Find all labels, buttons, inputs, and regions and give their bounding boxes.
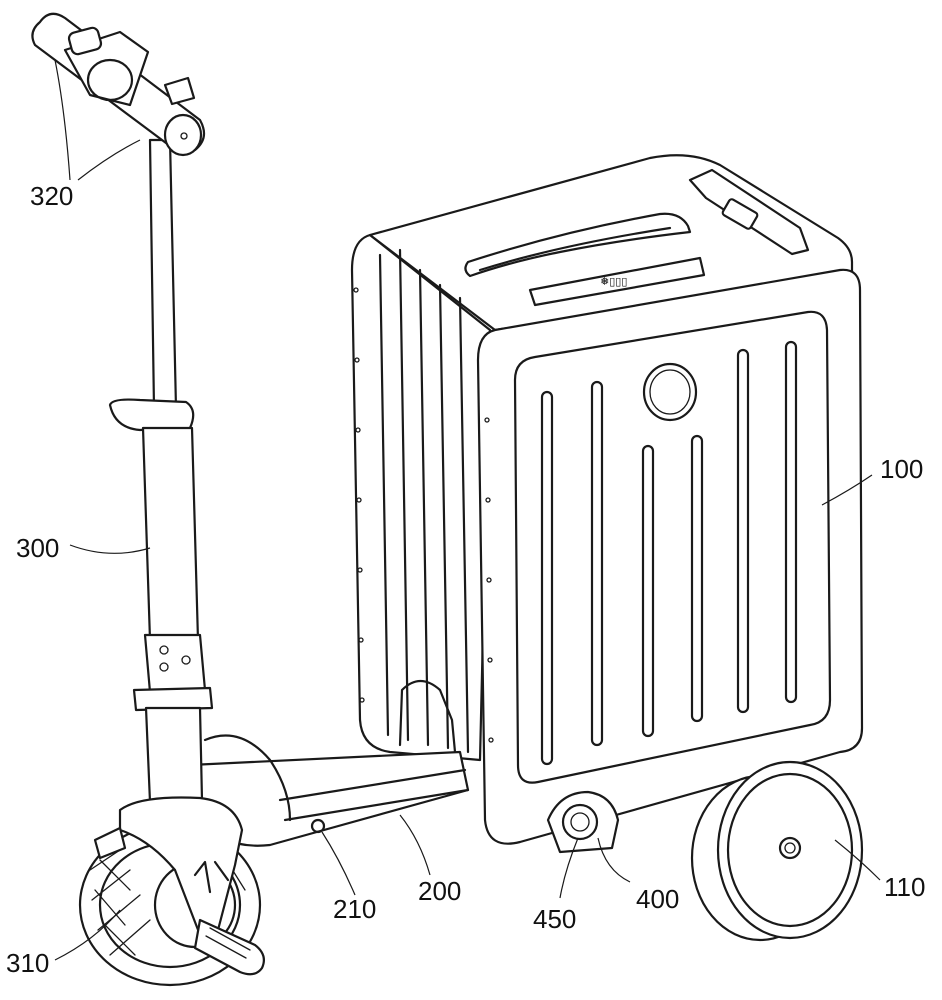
label-450: 450 [533, 904, 576, 934]
suitcase-body [352, 155, 862, 843]
label-400: 400 [636, 884, 679, 914]
handlebar [32, 14, 204, 155]
label-310: 310 [6, 948, 49, 978]
lock-dials-text: ❅▯▯▯ [600, 275, 627, 288]
label-200: 200 [418, 876, 461, 906]
label-210: 210 [333, 894, 376, 924]
label-100: 100 [880, 454, 923, 484]
label-300: 300 [16, 533, 59, 563]
rear-wheel [692, 762, 862, 940]
label-320: 320 [30, 181, 73, 211]
steering-column [110, 140, 212, 802]
label-110: 110 [884, 872, 925, 902]
